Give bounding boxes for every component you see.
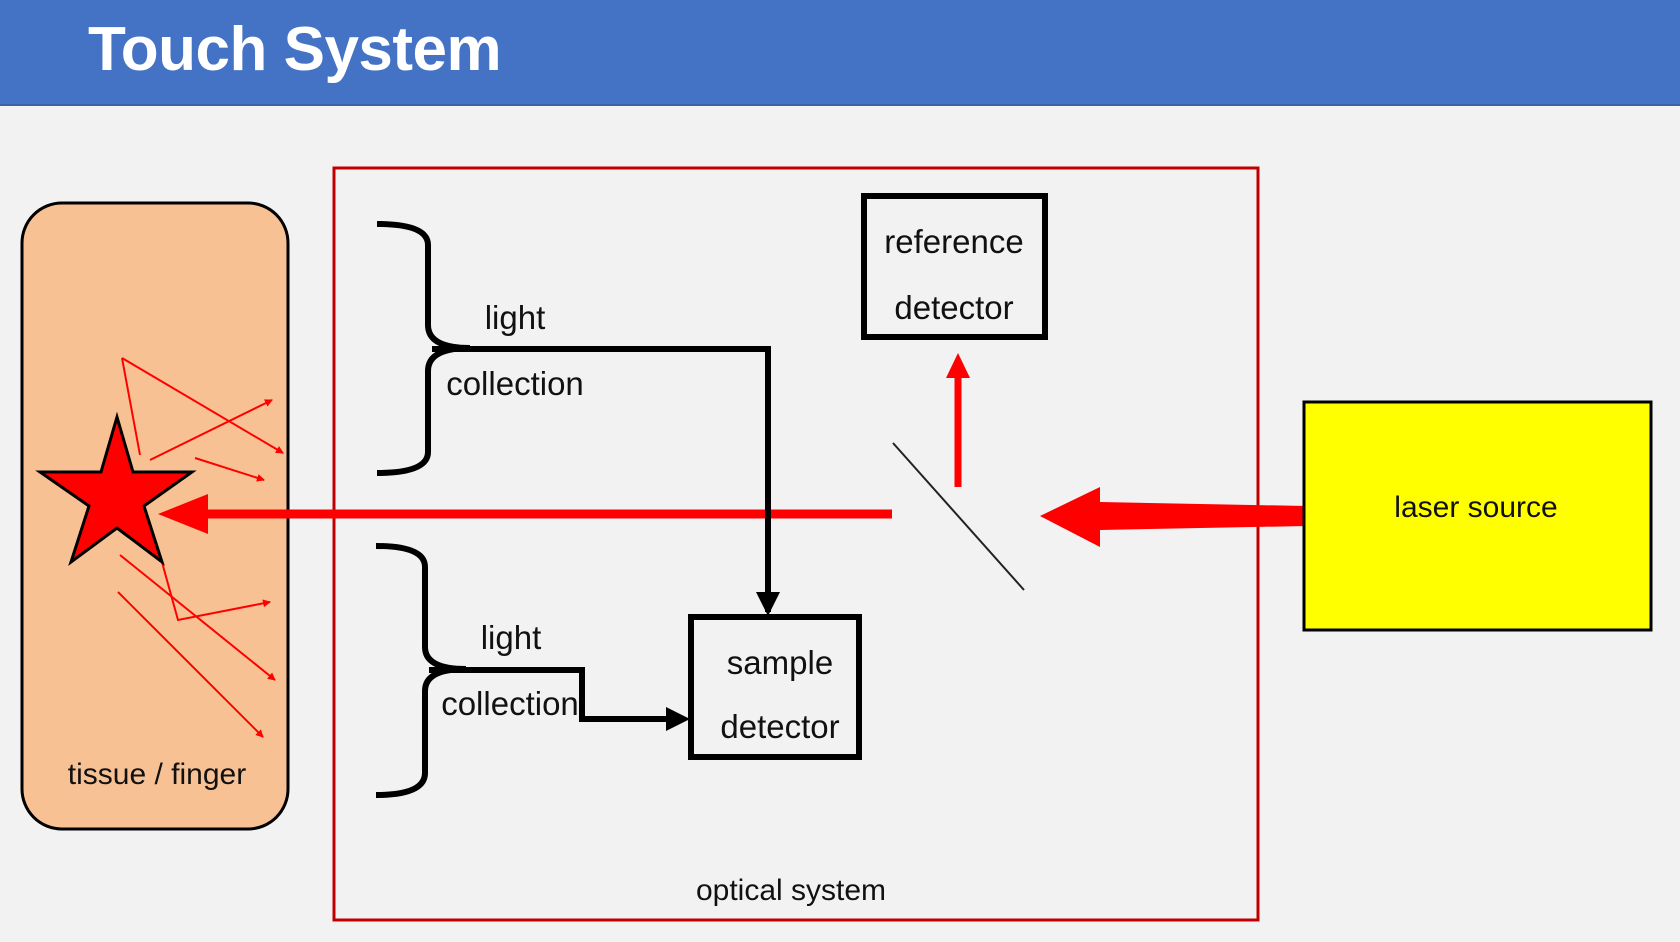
laser-source-label: laser source [1394,491,1557,524]
optical-system-label: optical system [696,874,886,907]
lower-collection-label: collection [441,685,579,722]
arrow-to-reference-head [946,353,970,378]
lower-collection-arrowhead [666,707,690,731]
upper-collection-label: collection [446,365,584,402]
upper-collection-path [432,346,771,612]
reference-detector-label-1: reference [884,223,1023,260]
upper-collection-arrowhead [756,592,780,616]
sample-detector-box [688,614,862,760]
optical-system-frame [332,166,1260,922]
reference-detector-box [861,193,1048,340]
scattered-rays [117,357,284,738]
beam-splitter [892,442,1025,591]
laser-beam-from-source [1040,487,1306,547]
laser-source-box [1302,400,1653,632]
sample-detector-label-2: detector [720,708,839,745]
lower-collection-path [429,667,668,722]
title-bar: Touch System [0,0,1680,106]
laser-beam-arrowhead-left [158,494,208,534]
sample-detector-label-1: sample [727,644,833,681]
lower-light-label: light [481,619,542,656]
star-icon [35,411,197,567]
upper-light-label: light [485,299,546,336]
page-title: Touch System [88,15,502,84]
tissue-finger-label: tissue / finger [68,758,246,791]
reference-detector-label-2: detector [894,289,1013,326]
